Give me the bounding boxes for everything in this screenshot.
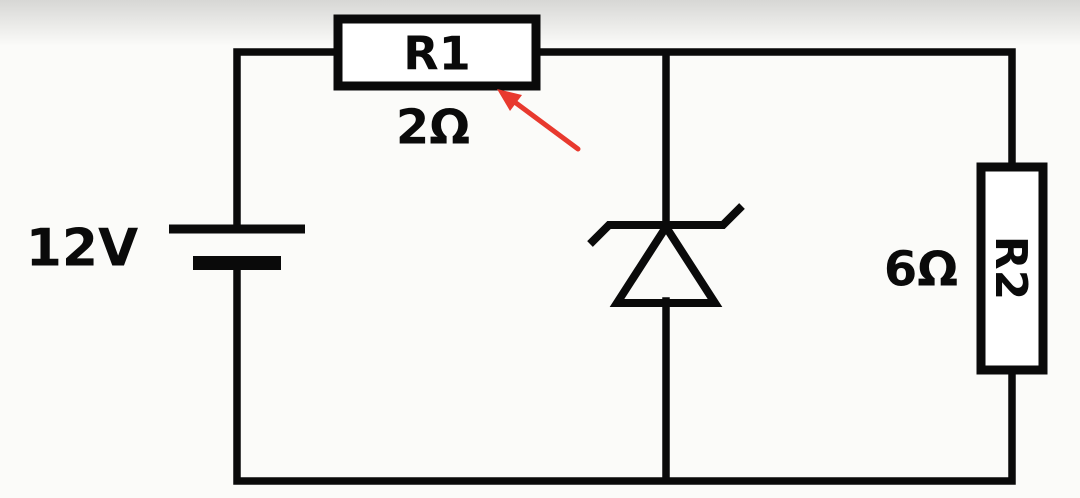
red-arrow-icon [497,89,581,152]
red-arrow-shaft [513,100,581,152]
zener-diode-symbol [587,203,745,307]
source-voltage-label: 12V [26,219,139,279]
resistor-r2: R2 [976,162,1048,375]
red-arrow-head [497,89,522,111]
battery-symbol [169,224,305,270]
resistor-r1-value: 2Ω [396,99,470,155]
resistor-r1-label: R1 [403,27,470,81]
circuit-wires [233,48,1016,485]
resistor-r1-box [333,14,541,91]
resistor-r2-box [976,162,1048,375]
resistor-r2-label: R2 [985,236,1036,301]
resistor-r1: R1 [333,14,541,91]
zener-anode-triangle [609,219,723,307]
resistor-r2-value: 6Ω [884,241,958,297]
